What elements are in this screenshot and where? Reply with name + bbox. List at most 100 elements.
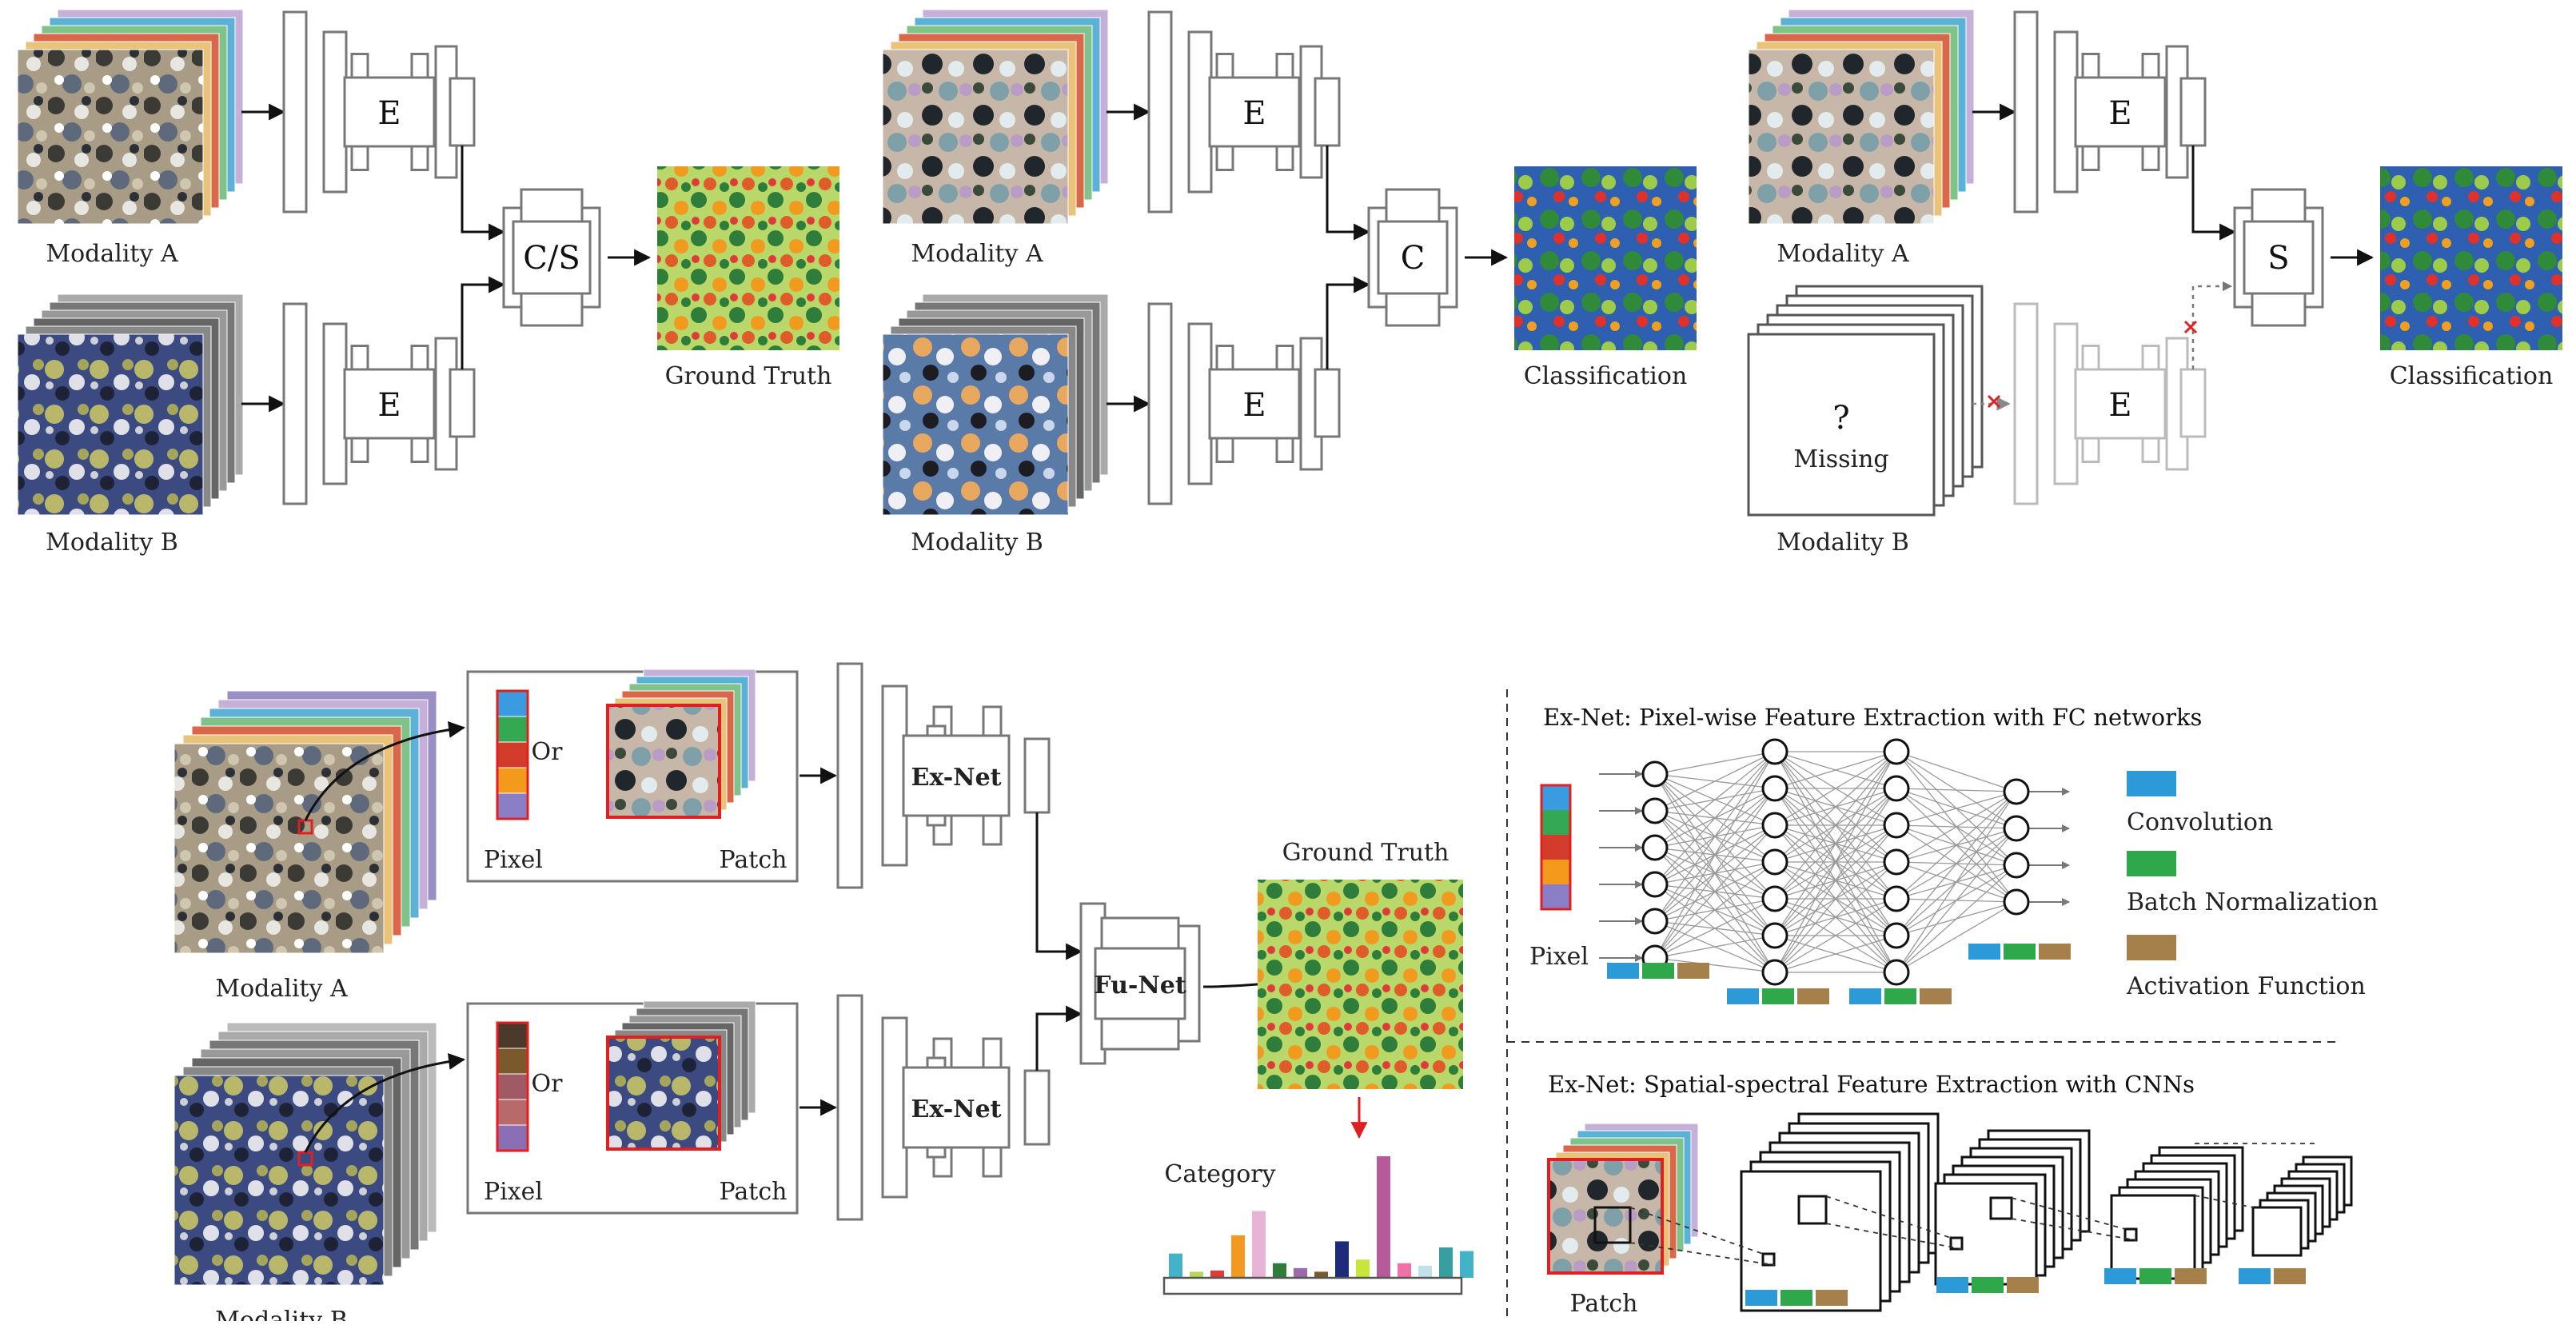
feature-b-to-fusion <box>461 276 506 369</box>
histogram-bar <box>1190 1271 1203 1278</box>
fc-connection <box>1654 824 1776 959</box>
feature-a <box>1314 77 1341 147</box>
histogram-bar <box>1460 1251 1473 1278</box>
encoder-label: E <box>377 387 401 424</box>
bottom-ground-truth-map <box>1258 880 1463 1089</box>
fusion-core <box>512 220 592 295</box>
fc-connection <box>1896 828 2017 973</box>
fc-connection <box>1774 751 1897 789</box>
fc-input-pixel <box>1540 784 1572 911</box>
projection-line <box>2194 1195 2254 1208</box>
cnn-block-1 <box>1740 1112 1940 1312</box>
missing-layer <box>1747 333 1936 517</box>
histogram-bar <box>1377 1156 1390 1278</box>
op-block <box>2104 1268 2207 1284</box>
op-swatch <box>1727 988 1759 1004</box>
feature-map <box>1934 1182 2038 1286</box>
fc-connection <box>1896 788 2017 792</box>
exnet-b-to-funet <box>1035 1005 1083 1071</box>
bottom-ground-truth-label: Ground Truth <box>1282 839 1449 867</box>
question-mark: ? <box>1832 400 1849 437</box>
encoder-bar <box>2013 302 2039 505</box>
cnn-block-4 <box>2251 1155 2353 1257</box>
exnet-feature <box>1023 1069 1051 1146</box>
bottom-modality-b <box>173 1022 437 1286</box>
op-swatch <box>1972 1277 2004 1293</box>
encoder-bar <box>2053 322 2079 485</box>
cnn-patch-label: Patch <box>1570 1290 1638 1318</box>
modality-b-image <box>17 293 244 516</box>
fc-connection <box>1774 935 1897 973</box>
legend-label-1: Batch Normalization <box>2127 888 2379 916</box>
stack-front-image <box>882 333 1069 516</box>
fc-neuron <box>1883 775 1910 802</box>
curved-arrow-to-input <box>304 720 466 821</box>
pixel-outline <box>496 1021 529 1152</box>
fc-connection <box>1774 751 1897 973</box>
op-swatch <box>1745 1290 1777 1306</box>
modality-a-label: Modality A <box>1776 240 1909 268</box>
op-swatch <box>1607 963 1639 979</box>
fc-neuron <box>1641 760 1669 788</box>
feature-a-to-fusion <box>461 146 506 241</box>
feature-b <box>1314 368 1341 438</box>
modality-b-label: Modality B <box>911 529 1043 557</box>
pixel-band <box>1541 860 1570 884</box>
cnn-cell <box>2123 1227 2138 1242</box>
encoder-b: E <box>2013 302 2189 505</box>
category-label: Category <box>1164 1160 1275 1188</box>
funet-label: Fu-Net <box>1094 972 1186 1000</box>
feature-a-to-fusion <box>1326 146 1371 241</box>
fc-neuron <box>1641 908 1669 935</box>
op-swatch <box>1677 963 1709 979</box>
fc-neuron <box>1641 871 1669 898</box>
pixel-band <box>496 767 528 794</box>
patch-stack <box>607 1000 756 1150</box>
projection-line <box>1629 1207 1764 1255</box>
fc-connection <box>1896 751 2017 792</box>
output-map <box>2380 166 2562 350</box>
blocked-cross <box>2183 320 2198 334</box>
pixel-label: Pixel <box>484 1178 543 1206</box>
output-label: Classification <box>2390 362 2554 390</box>
encoder-b: E <box>1147 302 1323 505</box>
pixel-band <box>496 1099 528 1126</box>
projection-line <box>1825 1195 1952 1239</box>
op-swatch <box>2007 1277 2039 1293</box>
stack-front-image <box>1748 49 1935 225</box>
funet-core <box>1094 947 1186 1020</box>
stack-front-image <box>607 704 720 818</box>
cnn-block-3 <box>2110 1146 2244 1280</box>
curved-arrow-to-input <box>304 1052 466 1153</box>
encoder-a: E <box>282 10 458 214</box>
stack-front-image <box>17 49 204 225</box>
fc-connection <box>1654 751 1776 848</box>
encoder-core <box>1208 76 1301 148</box>
feature-map <box>1740 1170 1882 1312</box>
fc-connection <box>1654 751 1776 812</box>
encoder-bar <box>322 322 348 485</box>
fc-neuron <box>1641 834 1669 861</box>
fc-connection <box>1896 791 2017 826</box>
fusion-block: S <box>2233 188 2324 327</box>
exnet-a-to-funet <box>1035 812 1083 960</box>
pixel-band <box>496 716 528 743</box>
feature-a <box>449 77 476 147</box>
projection-line <box>2011 1218 2137 1241</box>
patch-outline <box>606 1036 721 1151</box>
histogram-bar <box>1439 1247 1453 1278</box>
fc-neuron <box>1883 922 1910 949</box>
pixel-band <box>1541 835 1570 860</box>
encoder-bar <box>322 30 348 194</box>
output-map <box>657 166 839 350</box>
fc-neuron <box>1883 848 1910 876</box>
missing-modality-b <box>1747 285 1984 517</box>
encoder-core <box>343 76 436 148</box>
legend-label-0: Convolution <box>2127 808 2273 836</box>
encoder-core <box>2074 368 2167 440</box>
fusion-label: C/S <box>523 240 580 277</box>
fc-neuron <box>1883 959 1910 986</box>
pixel-band <box>496 1124 528 1151</box>
modality-a-label: Modality A <box>46 240 178 268</box>
fusion-core <box>2243 220 2315 295</box>
